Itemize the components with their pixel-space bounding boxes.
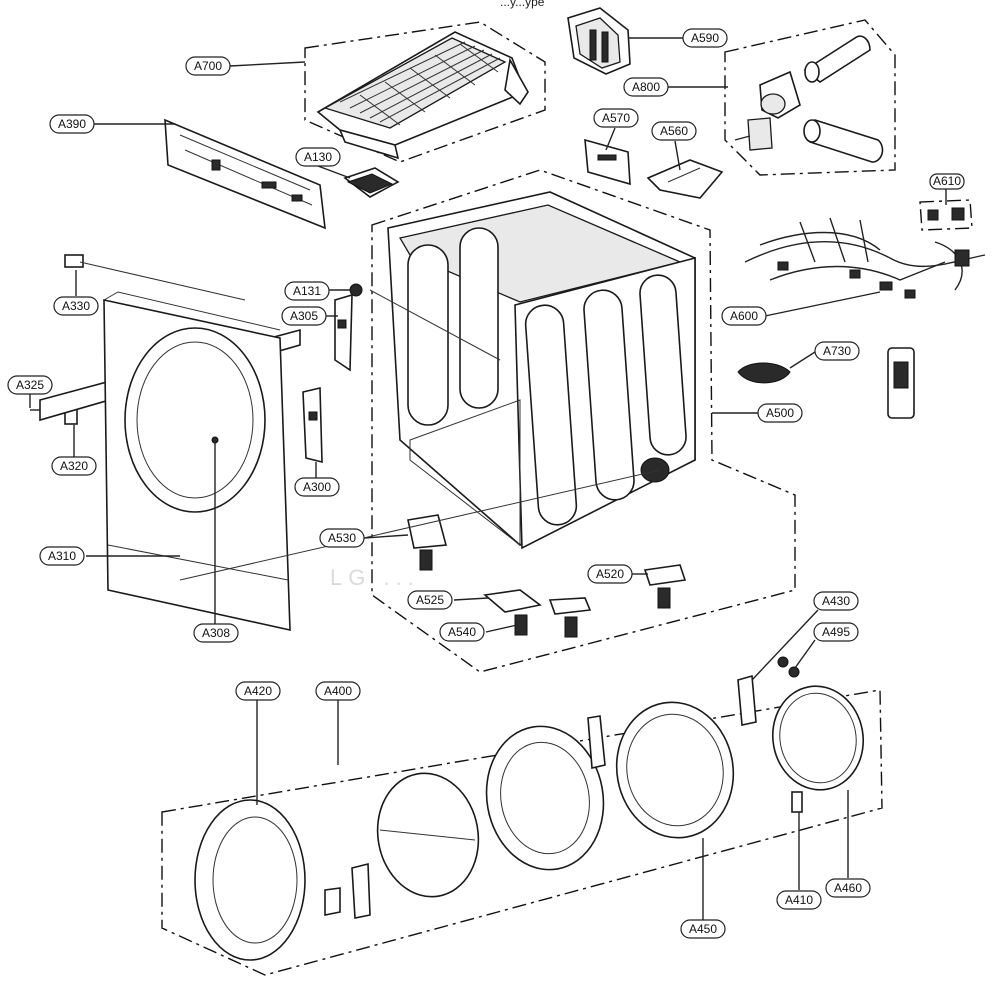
svg-text:A610: A610 (933, 174, 961, 188)
svg-text:A700: A700 (194, 59, 222, 73)
switch-part (64, 254, 84, 268)
svg-text:A560: A560 (660, 124, 688, 138)
label-a308[interactable]: A308 (193, 623, 239, 643)
watermark: LG ... (330, 565, 420, 590)
label-a530[interactable]: A530 (319, 528, 365, 548)
label-a410[interactable]: A410 (776, 890, 822, 910)
svg-text:A305: A305 (290, 309, 318, 323)
duct-assembly-outline (724, 19, 896, 176)
svg-text:A131: A131 (293, 284, 321, 298)
foot-520-part (643, 564, 687, 609)
label-a520[interactable]: A520 (587, 564, 633, 584)
front-panel-part (103, 291, 291, 632)
drying-rack-part (316, 31, 529, 160)
svg-text:A310: A310 (48, 549, 76, 563)
foot-540-part (514, 597, 592, 638)
label-a390[interactable]: A390 (49, 114, 95, 134)
door-latch-part (587, 715, 606, 769)
label-a310[interactable]: A310 (39, 546, 85, 566)
svg-text:A420: A420 (244, 684, 272, 698)
svg-text:A525: A525 (416, 593, 444, 607)
top-assembly-outline (304, 21, 546, 163)
svg-text:A308: A308 (202, 626, 230, 640)
label-a300[interactable]: A300 (294, 477, 340, 497)
exhaust-duct-parts (734, 35, 884, 163)
label-a305[interactable]: A305 (281, 306, 327, 326)
door-hinge-part (324, 862, 371, 919)
label-a420[interactable]: A420 (235, 681, 281, 701)
label-a540[interactable]: A540 (439, 622, 485, 642)
svg-text:A410: A410 (785, 893, 813, 907)
cabinet-frame-part (387, 191, 696, 550)
leader-lines (29, 37, 947, 920)
svg-text:A570: A570 (602, 111, 630, 125)
inlet-cover-part (584, 138, 631, 186)
label-a460[interactable]: A460 (825, 878, 871, 898)
svg-text:A495: A495 (822, 625, 850, 639)
svg-text:A400: A400 (324, 684, 352, 698)
upper-hinge-bracket-part (334, 293, 353, 372)
svg-text:A520: A520 (596, 567, 624, 581)
svg-text:A500: A500 (766, 406, 794, 420)
svg-text:A430: A430 (822, 594, 850, 608)
sensor-bracket-part (887, 347, 915, 419)
door-inner-frame-part (615, 701, 735, 839)
svg-text:A730: A730 (823, 344, 851, 358)
label-a570[interactable]: A570 (593, 108, 639, 128)
label-a400[interactable]: A400 (315, 681, 361, 701)
label-a730[interactable]: A730 (814, 341, 860, 361)
label-a130[interactable]: A130 (295, 147, 341, 167)
svg-text:A130: A130 (304, 150, 332, 164)
top-bracket-part (567, 7, 631, 75)
label-a131[interactable]: A131 (284, 281, 330, 301)
label-a500[interactable]: A500 (757, 403, 803, 423)
door-switch-part (791, 791, 803, 813)
svg-text:A540: A540 (448, 625, 476, 639)
svg-text:A390: A390 (58, 117, 86, 131)
label-a430[interactable]: A430 (813, 591, 859, 611)
door-gasket-part (771, 685, 865, 791)
harness-subgroup-outline (919, 199, 973, 231)
svg-text:A450: A450 (689, 922, 717, 936)
label-a495[interactable]: A495 (813, 622, 859, 642)
foot-525-part (483, 589, 542, 613)
terminal-block-part (343, 167, 400, 198)
label-a560[interactable]: A560 (651, 121, 697, 141)
svg-text:A800: A800 (632, 80, 660, 94)
svg-text:A320: A320 (60, 459, 88, 473)
svg-text:A300: A300 (303, 480, 331, 494)
label-a700[interactable]: A700 (185, 56, 231, 76)
foot-530-part (407, 514, 448, 571)
svg-text:A460: A460 (834, 881, 862, 895)
door-assembly-outline (161, 689, 883, 976)
door-outer-ring-part (194, 799, 306, 961)
hinge-bracket-430-part (737, 656, 800, 726)
label-a320[interactable]: A320 (51, 456, 97, 476)
label-a325[interactable]: A325 (7, 375, 53, 395)
label-a330[interactable]: A330 (53, 296, 99, 316)
harness-clips-part (927, 207, 965, 221)
grommet-part (349, 283, 363, 297)
label-a450[interactable]: A450 (680, 919, 726, 939)
svg-text:A325: A325 (16, 378, 44, 392)
label-a610[interactable]: A610 (929, 173, 965, 190)
svg-text:A600: A600 (730, 309, 758, 323)
svg-text:A330: A330 (62, 299, 90, 313)
svg-text:A590: A590 (691, 31, 719, 45)
cabinet-assembly-outline (371, 169, 796, 673)
header-fragment: ...y...ype (500, 0, 545, 9)
door-glass-part (376, 772, 480, 898)
duct-guide-part (646, 159, 724, 199)
label-a525[interactable]: A525 (407, 590, 453, 610)
cable-bundle-part (737, 362, 791, 384)
label-a800[interactable]: A800 (623, 77, 669, 97)
lower-hinge-bracket-part (302, 386, 323, 464)
wire-harness-part (744, 217, 986, 299)
label-a590[interactable]: A590 (682, 28, 728, 48)
control-panel-bracket-part (164, 118, 326, 230)
svg-text:A530: A530 (328, 531, 356, 545)
label-a600[interactable]: A600 (721, 306, 767, 326)
door-inner-glass-part (485, 725, 605, 871)
